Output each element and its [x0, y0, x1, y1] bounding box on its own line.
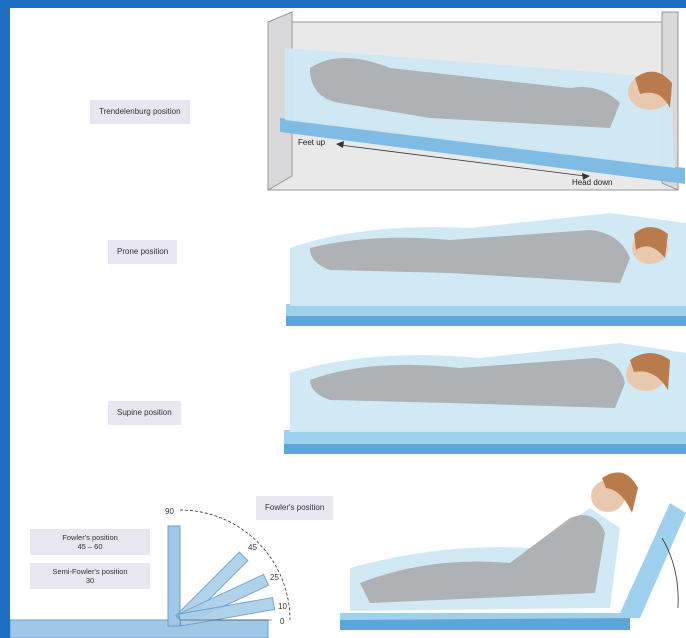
trendelenburg-label: Trendelenburg position — [90, 100, 190, 124]
semi-fowlers-title: Semi-Fowler's position — [34, 567, 146, 576]
tick-45: 45 — [248, 543, 257, 552]
fowlers-range-title: Fowler's position — [34, 533, 146, 542]
feet-up-text: Feet up — [298, 138, 326, 147]
trendelenburg-illustration: Feet up Head down — [268, 12, 685, 190]
tick-0: 0 — [280, 617, 285, 626]
backrest-90 — [168, 526, 180, 626]
fowlers-label: Fowler's position — [256, 496, 333, 520]
tick-10: 10 — [278, 602, 287, 611]
tick-25: 25 — [270, 573, 279, 582]
supine-illustration — [284, 343, 686, 454]
prone-illustration — [286, 213, 686, 326]
head-down-text: Head down — [572, 178, 612, 187]
fowlers-range-box: Fowler's position 45 – 60 — [30, 529, 150, 555]
semi-fowlers-box: Semi-Fowler's position 30 — [30, 563, 150, 589]
fowlers-range-value: 45 – 60 — [34, 542, 146, 551]
prone-label: Prone position — [108, 240, 177, 264]
supine-label: Supine position — [108, 401, 181, 425]
diagram-frame: Feet up Head down — [10, 8, 686, 638]
tick-90: 90 — [165, 507, 174, 516]
semi-fowlers-value: 30 — [34, 576, 146, 585]
fowlers-illustration — [340, 472, 686, 630]
